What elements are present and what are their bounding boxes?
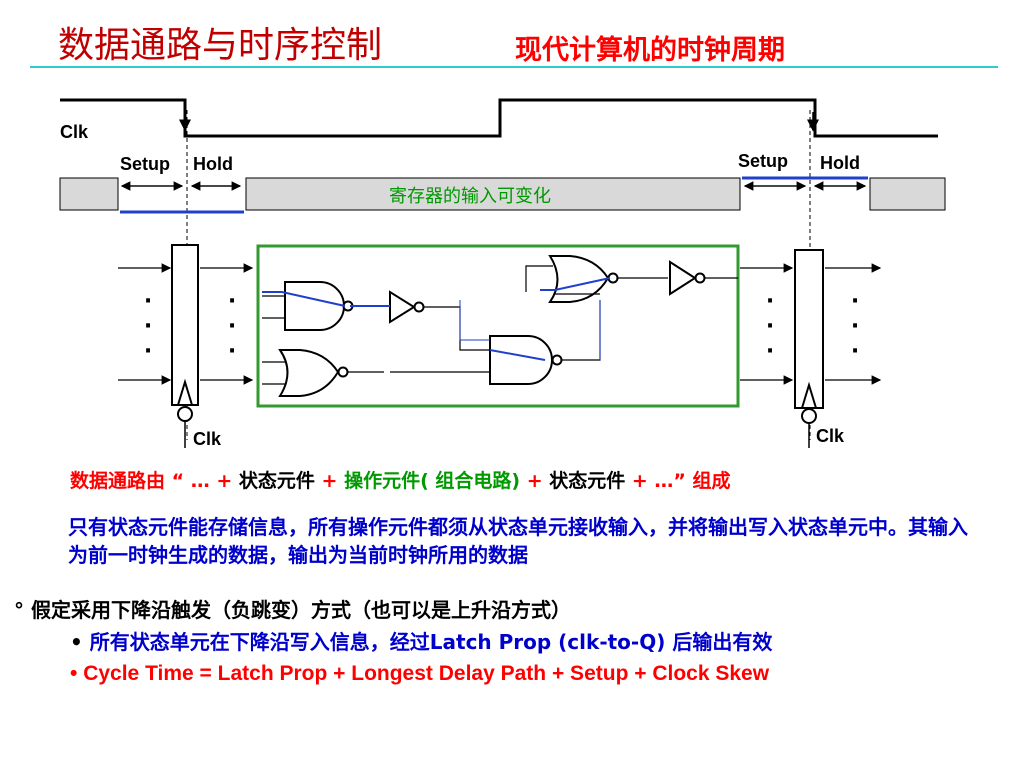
bullet-marker-3: • [70, 662, 78, 685]
hold-label-left: Hold [193, 154, 233, 174]
description-text: 只有状态元件能存储信息，所有操作元件都须从状态单元接收输入，并将输出写入状态单元… [68, 515, 968, 567]
page-title: 数据通路与时序控制 [58, 25, 383, 66]
bullet-latch-prop: • 所有状态单元在下降沿写入信息，经过Latch Prop (clk-to-Q)… [70, 626, 772, 655]
dots-8: · [766, 314, 774, 339]
dots-6: · [228, 339, 236, 364]
datapath-composition: 数据通路由 “ … + 状态元件 + 操作元件( 组合电路) + 状态元件 + … [70, 466, 731, 493]
bullet-marker-2: • [70, 630, 83, 654]
datapath-part-6: + [526, 470, 543, 492]
datapath-part-9: 组成 [692, 470, 731, 492]
bullet-text-1: 假定采用下降沿触发（负跳变）方式（也可以是上升沿方式） [30, 598, 571, 622]
datapath-part-3: 状态元件 [238, 470, 315, 492]
dots-2: · [144, 314, 152, 339]
timing-datapath-diagram: Clk Setup Hold Setup Hold 寄存器的输入可变化 Clk [59, 98, 946, 449]
hold-label-right: Hold [820, 153, 860, 173]
dots-3: · [144, 339, 152, 364]
dots-5: · [228, 314, 236, 339]
bullet-cycle-time: • Cycle Time = Latch Prop + Longest Dela… [70, 662, 769, 686]
bullet-text-3: Cycle Time = Latch Prop + Longest Delay … [83, 662, 770, 685]
dots-1: · [144, 289, 152, 314]
bullet-text-2: 所有状态单元在下降沿写入信息，经过Latch Prop (clk-to-Q) 后… [89, 630, 773, 654]
dots-4: · [228, 289, 236, 314]
datapath-part-2: “ … + [171, 470, 233, 492]
datapath-part-8: + …” [631, 470, 686, 492]
left-register [171, 244, 199, 448]
dots-12: · [851, 339, 859, 364]
stable-region-left [59, 177, 119, 211]
critical-path [262, 277, 611, 361]
bullet-falling-edge: ° 假定采用下降沿触发（负跳变）方式（也可以是上升沿方式） [14, 594, 571, 623]
datapath-part-1: 数据通路由 [70, 470, 166, 492]
right-register [794, 249, 824, 448]
clk-label-right-register: Clk [816, 426, 845, 446]
logic-gates [262, 255, 738, 397]
combinational-logic-box [256, 244, 740, 408]
dots-9: · [766, 339, 774, 364]
stable-region-right [869, 177, 946, 211]
datapath-part-5: 操作元件( 组合电路) [344, 470, 521, 492]
setup-label-left: Setup [120, 154, 170, 174]
dots-10: · [851, 289, 859, 314]
clock-waveform [60, 98, 938, 138]
datapath-part-4: + [321, 470, 338, 492]
dots-11: · [851, 314, 859, 339]
page-subtitle: 现代计算机的时钟周期 [515, 35, 785, 66]
title-divider [30, 66, 998, 68]
clk-label-top: Clk [60, 122, 89, 142]
clk-label-left-register: Clk [193, 429, 222, 449]
dots-7: · [766, 289, 774, 314]
input-change-region [245, 177, 741, 211]
input-change-label: 寄存器的输入可变化 [389, 186, 551, 207]
setup-label-right: Setup [738, 151, 788, 171]
bullet-marker-1: ° [14, 598, 24, 622]
datapath-part-7: 状态元件 [549, 470, 626, 492]
